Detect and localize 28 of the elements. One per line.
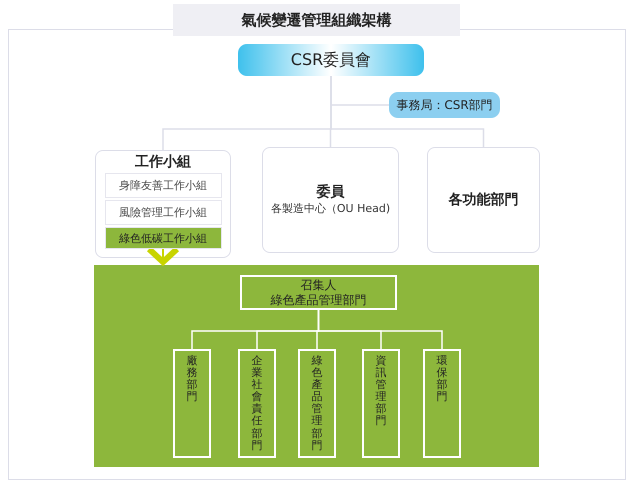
chevron-arrow — [146, 246, 180, 265]
department-box — [238, 349, 276, 458]
department-label: 環保部門 — [436, 355, 448, 404]
committee-box: CSR委員會 — [238, 44, 424, 76]
convener-box — [240, 275, 397, 310]
department-box — [173, 349, 211, 458]
department-box — [362, 349, 400, 458]
department-box — [423, 349, 461, 458]
department-label: 資訊管理部門 — [375, 355, 387, 428]
unit-box — [262, 147, 399, 253]
unit-box: 各功能部門 — [427, 147, 540, 253]
box-heading: 召集人 — [300, 278, 336, 292]
connector-line — [318, 310, 443, 349]
group-box — [95, 150, 231, 258]
task-force-panel — [94, 265, 539, 467]
team-box: 綠色低碳工作小組 — [104, 227, 222, 249]
group-heading: 工作小組 — [135, 154, 191, 172]
office-box: 事務局：CSR部門 — [389, 92, 500, 118]
department-box — [298, 349, 336, 458]
box-heading: 委員 — [316, 184, 344, 202]
title: 氣候變遷管理組織架構 — [173, 4, 460, 36]
team-box: 風險管理工作小組 — [104, 200, 222, 225]
box-subtitle: 各製造中心（OU Head) — [270, 202, 390, 216]
department-label: 企業社會責任部門 — [251, 355, 263, 452]
department-label: 綠色產品管理部門 — [311, 355, 323, 452]
department-label: 廠務部門 — [186, 355, 198, 404]
team-box: 身障友善工作小組 — [104, 173, 222, 198]
box-subtitle: 綠色產品管理部門 — [270, 292, 366, 308]
